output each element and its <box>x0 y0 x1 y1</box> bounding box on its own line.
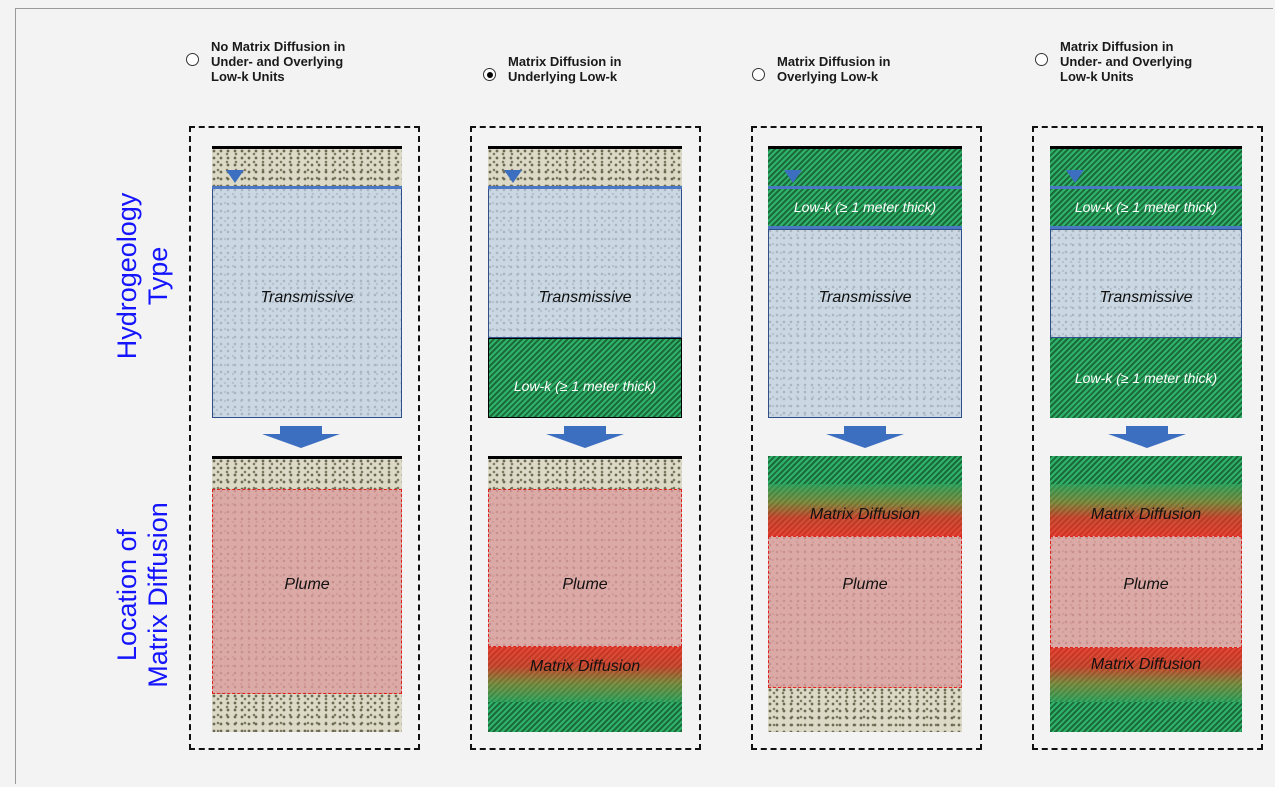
plume-text: Plume <box>1123 576 1169 593</box>
plume-text: Plume <box>562 576 608 593</box>
plume-layer <box>212 489 402 694</box>
ground-surface <box>488 456 682 459</box>
low-k-text-upper: Low-k (≥ 1 meter thick) <box>1074 199 1218 215</box>
matrix-diffusion-zone-lower <box>1050 648 1242 702</box>
low-k-base-line <box>1050 226 1242 229</box>
matrix-diffusion-column-3: Matrix Diffusion Plume <box>768 456 962 732</box>
location-label-line1: Location of <box>112 528 142 662</box>
low-k-layer-upper <box>1050 149 1242 229</box>
water-table-triangle-icon <box>1066 170 1084 183</box>
panel-matrix-diffusion-under-and-overlying[interactable] <box>1032 126 1263 750</box>
transmissive-text: Transmissive <box>1099 289 1193 306</box>
option-matrix-diffusion-underlying[interactable]: Matrix Diffusion in Underlying Low-k <box>483 54 621 84</box>
low-k-text-lower: Low-k (≥ 1 meter thick) <box>1074 370 1218 386</box>
ground-surface <box>488 146 682 149</box>
radio-button-selected[interactable] <box>483 68 496 81</box>
hydrogeology-column-3: Low-k (≥ 1 meter thick) Transmissive <box>768 146 962 418</box>
panel-matrix-diffusion-underlying[interactable] <box>470 126 701 750</box>
plume-layer <box>488 489 682 647</box>
down-arrow-icon <box>546 426 624 448</box>
transmissive-layer <box>1050 229 1242 338</box>
matrix-diffusion-text-upper: Matrix Diffusion <box>1090 506 1202 523</box>
low-k-base-line <box>768 226 962 229</box>
transmissive-text: Transmissive <box>818 289 912 306</box>
ground-surface <box>1050 146 1242 149</box>
matrix-diffusion-zone-upper <box>1050 484 1242 536</box>
water-table-line <box>1050 186 1242 189</box>
down-arrow-icon <box>262 426 340 448</box>
low-k-layer-upper <box>1050 456 1242 484</box>
lower-gravel <box>768 688 962 732</box>
ground-surface <box>212 146 402 149</box>
hydrogeology-label-line1: Hydrogeology <box>112 192 142 360</box>
transmissive-layer <box>212 188 402 418</box>
low-k-layer <box>488 338 682 418</box>
down-arrow-icon <box>826 426 904 448</box>
option-label[interactable]: Matrix Diffusion in Underlying Low-k <box>508 54 622 84</box>
radio-button[interactable] <box>1035 53 1048 66</box>
low-k-layer-lower <box>1050 338 1242 418</box>
water-table-line <box>488 186 682 189</box>
low-k-text: Low-k (≥ 1 meter thick) <box>513 378 657 394</box>
water-table-triangle-icon <box>784 170 802 183</box>
option-no-matrix-diffusion[interactable]: No Matrix Diffusion in Under- and Overly… <box>186 39 345 84</box>
matrix-diffusion-zone <box>768 484 962 536</box>
plume-layer <box>768 536 962 688</box>
option-label[interactable]: Matrix Diffusion in Under- and Overlying… <box>1060 39 1193 84</box>
hydrogeology-label-line2: Type <box>143 246 173 306</box>
matrix-diffusion-text-lower: Matrix Diffusion <box>1090 656 1202 673</box>
matrix-diffusion-text: Matrix Diffusion <box>529 658 641 675</box>
transmissive-layer <box>768 229 962 418</box>
panel-matrix-diffusion-overlying[interactable] <box>751 126 982 750</box>
matrix-diffusion-zone <box>488 647 682 702</box>
option-label[interactable]: Matrix Diffusion in Overlying Low-k <box>777 54 891 84</box>
water-table-line <box>212 186 402 189</box>
plume-layer <box>1050 536 1242 648</box>
matrix-diffusion-column-1: Plume <box>212 456 402 732</box>
location-label-line2: Matrix Diffusion <box>143 502 173 688</box>
hydrogeology-type-label: Hydrogeology Type <box>112 193 174 360</box>
low-k-layer <box>768 456 962 484</box>
ground-surface <box>768 146 962 149</box>
transmissive-layer <box>488 188 682 338</box>
radio-button[interactable] <box>752 68 765 81</box>
hydrogeology-column-1: Transmissive <box>212 146 402 418</box>
lower-gravel <box>212 694 402 732</box>
low-k-text: Low-k (≥ 1 meter thick) <box>793 199 937 215</box>
hydrogeology-column-2: Transmissive Low-k (≥ 1 meter thick) <box>488 146 682 418</box>
figure-frame <box>15 8 1273 784</box>
water-table-triangle-icon <box>504 170 522 183</box>
option-matrix-diffusion-under-and-overlying[interactable]: Matrix Diffusion in Under- and Overlying… <box>1035 39 1192 84</box>
water-table-triangle-icon <box>226 170 244 183</box>
option-matrix-diffusion-overlying[interactable]: Matrix Diffusion in Overlying Low-k <box>752 54 890 84</box>
plume-text: Plume <box>842 576 888 593</box>
ground-surface <box>212 456 402 459</box>
hydrogeology-column-4: Low-k (≥ 1 meter thick) Transmissive Low… <box>1050 146 1242 418</box>
down-arrow-icon <box>1108 426 1186 448</box>
water-table-line <box>768 186 962 189</box>
transmissive-text: Transmissive <box>538 289 632 306</box>
matrix-diffusion-column-4: Matrix Diffusion Plume Matrix Diffusion <box>1050 456 1242 732</box>
transmissive-text: Transmissive <box>260 289 354 306</box>
low-k-layer <box>488 702 682 732</box>
matrix-diffusion-column-2: Plume Matrix Diffusion <box>488 456 682 732</box>
low-k-layer <box>768 149 962 229</box>
low-k-layer-lower <box>1050 702 1242 732</box>
option-label[interactable]: No Matrix Diffusion in Under- and Overly… <box>211 39 346 84</box>
vadose-zone <box>212 459 402 489</box>
plume-text: Plume <box>284 576 330 593</box>
matrix-diffusion-text: Matrix Diffusion <box>809 506 921 523</box>
vadose-zone <box>488 459 682 489</box>
panel-no-matrix-diffusion[interactable] <box>189 126 420 750</box>
radio-button[interactable] <box>186 53 199 66</box>
location-of-matrix-diffusion-label: Location of Matrix Diffusion <box>112 502 174 688</box>
